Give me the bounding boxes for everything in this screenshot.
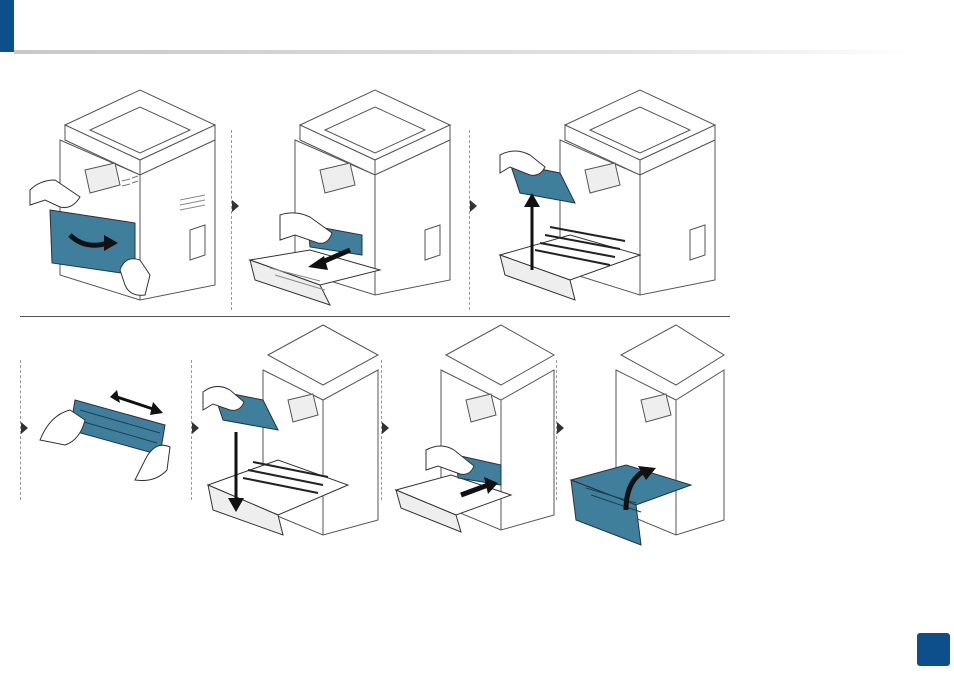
step-arrow-icon — [232, 200, 239, 212]
page-number-badge — [917, 633, 950, 666]
step-separator — [469, 130, 470, 310]
hand-icon — [500, 151, 545, 175]
step-separator — [231, 130, 232, 310]
step-arrow-icon — [382, 422, 389, 434]
hand-icon — [203, 386, 244, 410]
section-divider — [20, 316, 730, 317]
header-accent-bar — [0, 0, 14, 52]
step-arrow-icon — [470, 200, 477, 212]
step-4-illustration — [35, 385, 185, 490]
step-2-illustration — [250, 85, 470, 315]
step-6-illustration — [396, 320, 556, 540]
step-3-illustration — [490, 85, 730, 310]
step-arrow-icon — [557, 422, 564, 434]
step-1-illustration — [30, 85, 220, 305]
step-arrow-icon — [21, 422, 28, 434]
step-5-illustration — [198, 320, 378, 545]
header-rule — [14, 50, 914, 54]
step-7-illustration — [566, 320, 726, 550]
